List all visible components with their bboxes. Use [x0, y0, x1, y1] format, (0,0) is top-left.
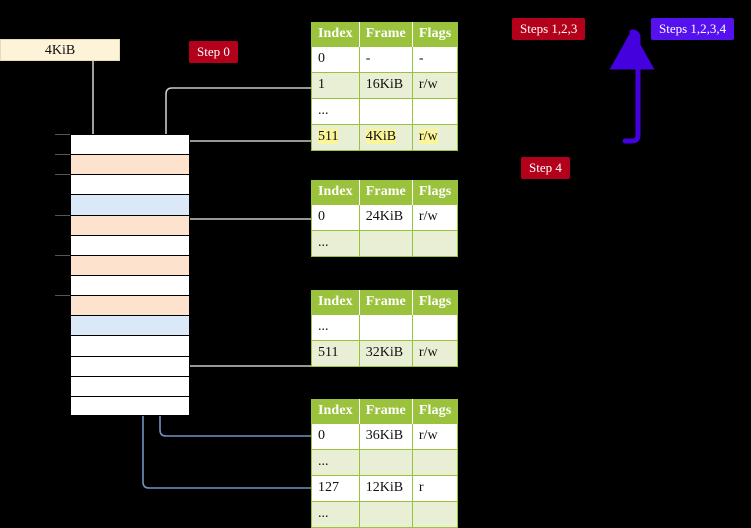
table-cell-flags: r/w [411, 204, 459, 231]
column-header-flags: Flags [412, 290, 458, 315]
memory-frame-tick [55, 214, 70, 216]
memory-frame-row [70, 154, 190, 175]
table-cell-flags [411, 98, 459, 125]
table-cell-flags: r/w [411, 72, 459, 99]
column-header-flags: Flags [412, 22, 458, 47]
table-row: ... [311, 98, 459, 125]
table-row: ... [311, 501, 459, 528]
memory-frame-row [70, 254, 190, 275]
badge-step-0: Step 0 [189, 41, 238, 63]
table-cell-index: ... [311, 501, 360, 528]
table-cell-flags [411, 230, 459, 257]
table-row: ... [311, 449, 459, 476]
table-cell-index: ... [311, 449, 360, 476]
table-cell-flags: r/w [411, 124, 459, 151]
table-cell-index: 127 [311, 475, 360, 502]
table-cell-frame: 4KiB [358, 124, 413, 151]
table-row: 0-- [311, 46, 459, 73]
table-cell-frame: 12KiB [358, 475, 413, 502]
column-header-frame: Frame [359, 290, 413, 315]
table-cell-index: 511 [311, 124, 360, 151]
table-cell-index: 0 [311, 423, 360, 450]
memory-frame-row [70, 355, 190, 376]
badge-step-4: Step 4 [521, 157, 570, 179]
memory-frame-tick [55, 134, 70, 135]
table-cell-index: 0 [311, 204, 360, 231]
table-cell-frame: 24KiB [358, 204, 413, 231]
table-cell-flags: r/w [411, 340, 459, 367]
physical-memory-column [55, 134, 190, 416]
table-cell-frame: - [358, 46, 413, 73]
memory-frame-row [70, 194, 190, 215]
connector-t0r511-to-memory [177, 140, 311, 159]
table-cell-flags: - [411, 46, 459, 73]
table-cell-flags [411, 314, 459, 341]
table-cell-frame [358, 98, 413, 125]
badge-steps-1-2-3-4: Steps 1,2,3,4 [651, 18, 735, 40]
table-cell-frame [358, 314, 413, 341]
table-cell-flags: r [411, 475, 459, 502]
memory-frame-row [70, 295, 190, 316]
table-cell-frame [358, 501, 413, 528]
table-cell-frame: 36KiB [358, 423, 413, 450]
table-cell-index: ... [311, 230, 360, 257]
column-header-index: Index [311, 399, 360, 424]
memory-frame-row [70, 395, 190, 416]
badge-steps-1-2-3: Steps 1,2,3 [512, 18, 586, 40]
table-cell-index: ... [311, 314, 360, 341]
column-header-frame: Frame [359, 399, 413, 424]
connector-t1r0-to-memory [177, 218, 311, 239]
table-row: ... [311, 314, 459, 341]
size-label-4kib: 4KiB [0, 39, 120, 61]
memory-frame-tick [55, 174, 70, 176]
memory-frame-tick [55, 254, 70, 256]
column-header-flags: Flags [412, 180, 458, 205]
table-row: ... [311, 230, 459, 257]
table-cell-frame [358, 230, 413, 257]
table-cell-index: 0 [311, 46, 360, 73]
table-cell-index: ... [311, 98, 360, 125]
memory-frame-row [70, 214, 190, 235]
memory-frame-row [70, 234, 190, 255]
column-header-index: Index [311, 290, 360, 315]
table-cell-frame: 32KiB [358, 340, 413, 367]
memory-frame-tick [55, 154, 70, 156]
memory-frame-row [70, 274, 190, 296]
column-header-index: Index [311, 22, 360, 47]
memory-frame-row [70, 134, 190, 155]
column-header-frame: Frame [359, 180, 413, 205]
arrow-steps-1234-bracket [609, 29, 655, 144]
memory-frame-row [70, 375, 190, 396]
table-cell-index: 511 [311, 340, 360, 367]
table-cell-frame: 16KiB [358, 72, 413, 99]
memory-frame-row [70, 174, 190, 195]
table-cell-flags [411, 449, 459, 476]
memory-frame-row [70, 315, 190, 336]
memory-frame-tick [55, 295, 70, 297]
table-cell-flags: r/w [411, 423, 459, 450]
memory-frame-row [70, 335, 190, 356]
column-header-flags: Flags [412, 399, 458, 424]
table-cell-index: 1 [311, 72, 360, 99]
column-header-frame: Frame [359, 22, 413, 47]
table-cell-flags [411, 501, 459, 528]
table-cell-frame [358, 449, 413, 476]
column-header-index: Index [311, 180, 360, 205]
